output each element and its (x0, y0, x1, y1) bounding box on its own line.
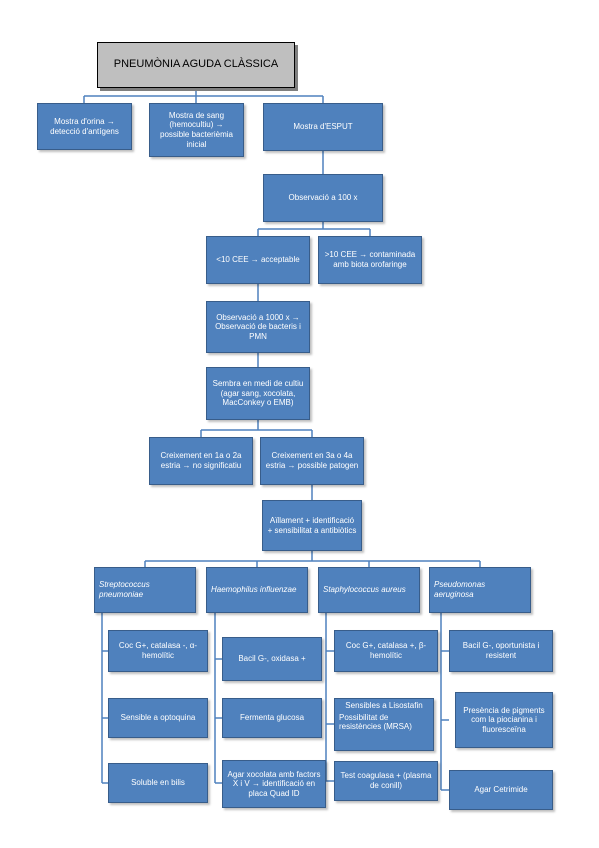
strep-test-2: Sensible a optoquina (108, 698, 208, 738)
pseudo-test-2: Presència de pigments com la piocianina … (455, 692, 553, 748)
growth-low-text: Creixement en 1a o 2a estria → no signif… (160, 451, 242, 470)
test-text: Presència de pigments com la piocianina … (463, 705, 545, 734)
blood-sample-box: Mostra de sang (hemocultiu) → possible b… (149, 103, 244, 157)
test-text: Coc G+, catalasa -, α-hemolític (118, 641, 198, 660)
test-text: Soluble en bilis (131, 778, 185, 788)
test-text: Agar Cetrimide (474, 785, 528, 795)
culture-text: Sembra en medi de cultiu (agar sang, xoc… (212, 379, 304, 408)
strep-test-3: Soluble en bilis (108, 763, 208, 803)
organism-haemophilus: Haemophilus influenzae (206, 567, 308, 613)
obs-1000-text: Observació a 1000 x → Observació de bact… (215, 312, 301, 341)
test-text: Sensibles a Lisostafin (345, 701, 423, 710)
organism-name: Haemophilus influenzae (211, 585, 297, 595)
growth-high-text: Creixement en 3a o 4a estria → possible … (265, 451, 359, 470)
culture-box: Sembra en medi de cultiu (agar sang, xoc… (206, 367, 310, 420)
test-text: Fermenta glucosa (239, 713, 305, 723)
test-text: Test coagulasa + (plasma de conill) (340, 771, 432, 790)
staph-test-2: Sensibles a Lisostafin Possibilitat de r… (334, 698, 434, 751)
test-text: Agar xocolata amb factors X i V → identi… (227, 769, 321, 798)
staph-test-3: Test coagulasa + (plasma de conill) (334, 761, 438, 801)
obs-1000-box: Observació a 1000 x → Observació de bact… (206, 301, 310, 353)
contaminated-box: >10 CEE → contaminada amb biota orofarin… (318, 236, 422, 284)
haem-test-1: Bacil G-, oxidasa + (222, 637, 322, 681)
organism-staphylococcus: Staphylococcus aureus (318, 567, 420, 613)
pseudo-test-3: Agar Cetrimide (449, 770, 553, 810)
organism-name: Staphylococcus aureus (323, 585, 406, 595)
organism-name: Streptococcus pneumoniae (99, 580, 150, 599)
sputum-sample-box: Mostra d'ESPUT (263, 103, 383, 151)
isolation-box: Aïllament + identificació + sensibilitat… (262, 500, 362, 551)
test-text: Coc G+, catalasa +, β-hemolític (345, 641, 427, 660)
staph-test-1: Coc G+, catalasa +, β-hemolític (334, 630, 438, 672)
test-extra-text: Possibilitat de resistències (MRSA) (339, 712, 412, 732)
haem-test-2: Fermenta glucosa (222, 698, 322, 738)
blood-sample-text: Mostra de sang (hemocultiu) → possible b… (160, 110, 233, 149)
obs-100-box: Observació a 100 x (263, 174, 383, 222)
organism-pseudomonas: Pseudomonas aeruginosa (429, 567, 531, 613)
title-box: PNEUMÒNIA AGUDA CLÀSSICA (97, 42, 295, 88)
acceptable-box: <10 CEE → acceptable (206, 236, 310, 284)
acceptable-text: <10 CEE → acceptable (216, 255, 300, 265)
urine-sample-box: Mostra d'orina → detecció d'antígens (37, 103, 132, 150)
organism-name: Pseudomonas aeruginosa (434, 580, 486, 599)
test-text: Bacil G-, oxidasa + (238, 654, 306, 664)
sputum-sample-text: Mostra d'ESPUT (293, 122, 353, 132)
test-text: Bacil G-, oportunista i resistent (462, 641, 540, 660)
pseudo-test-1: Bacil G-, oportunista i resistent (449, 630, 553, 672)
contaminated-text: >10 CEE → contaminada amb biota orofarin… (324, 250, 416, 269)
growth-low-box: Creixement en 1a o 2a estria → no signif… (149, 437, 253, 485)
strep-test-1: Coc G+, catalasa -, α-hemolític (108, 630, 208, 672)
test-text: Sensible a optoquina (120, 713, 196, 723)
title-text: PNEUMÒNIA AGUDA CLÀSSICA (113, 58, 279, 71)
growth-high-box: Creixement en 3a o 4a estria → possible … (260, 437, 364, 485)
urine-sample-text: Mostra d'orina → detecció d'antígens (50, 116, 119, 136)
haem-test-3: Agar xocolata amb factors X i V → identi… (222, 760, 326, 808)
organism-streptococcus: Streptococcus pneumoniae (94, 567, 196, 613)
obs-100-text: Observació a 100 x (288, 193, 358, 203)
isolation-text: Aïllament + identificació + sensibilitat… (267, 515, 357, 535)
